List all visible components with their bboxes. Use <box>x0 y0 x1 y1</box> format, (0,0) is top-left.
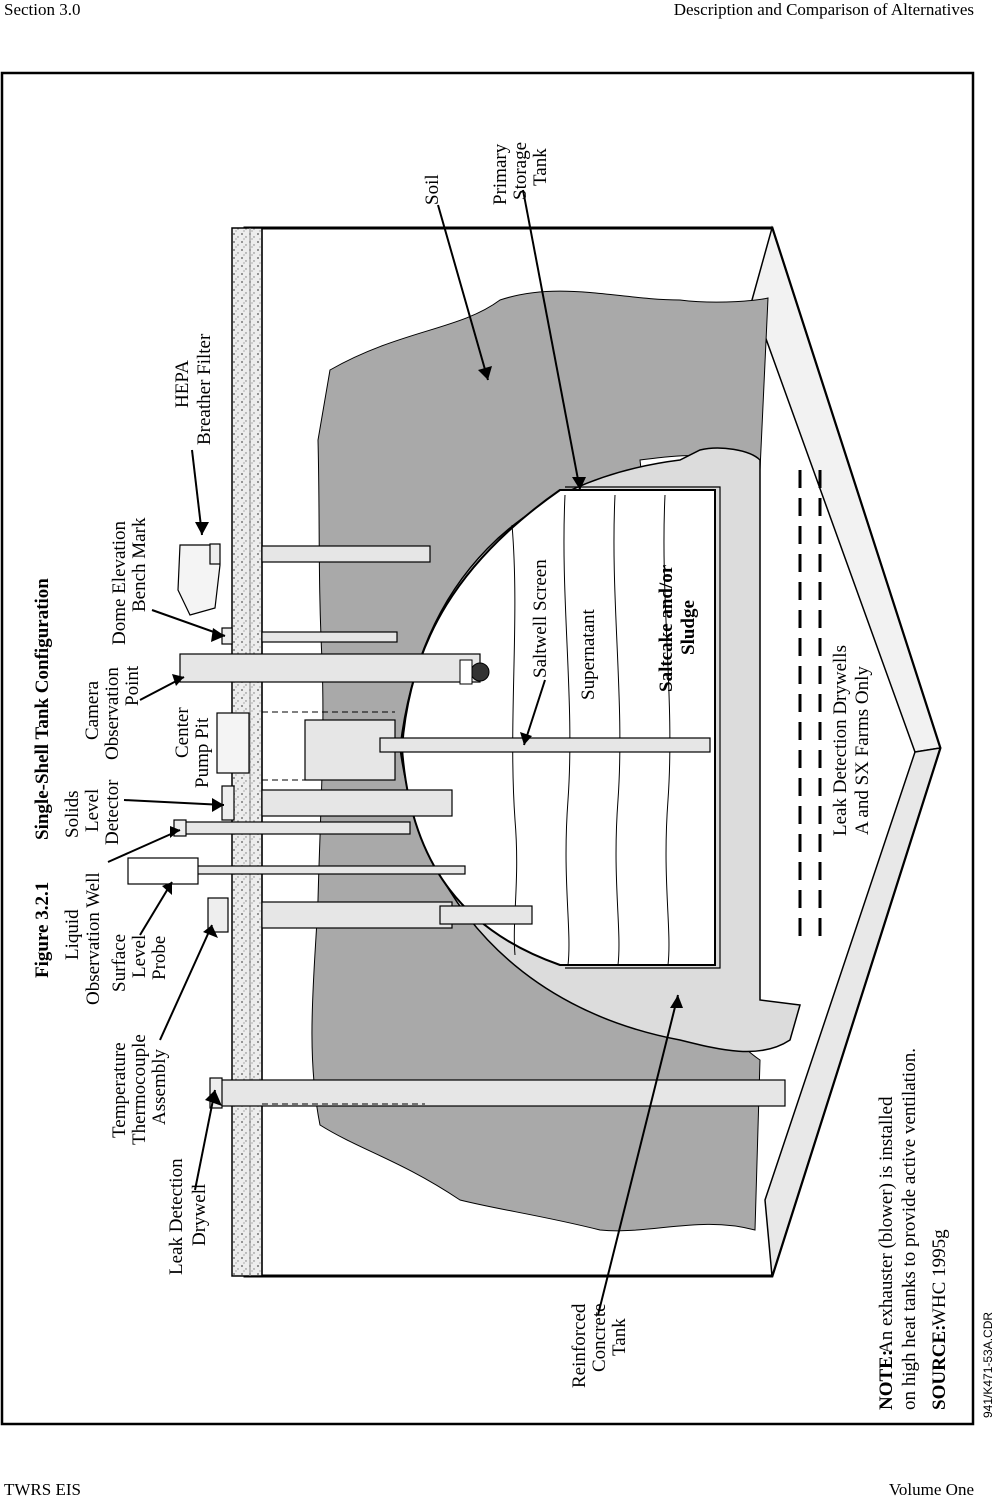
note-line-1: An exhauster (blower) is installed <box>876 1096 897 1354</box>
source-text: WHC 1995g <box>929 1229 950 1326</box>
camera <box>470 662 490 682</box>
source-prefix: SOURCE: <box>929 1324 950 1410</box>
label-primary: Primary <box>490 143 511 205</box>
label-reinforced: Reinforced <box>569 1303 590 1388</box>
label-bench-mark: Bench Mark <box>129 517 150 612</box>
label-observation-well: Observation Well <box>83 872 104 1005</box>
label-assembly: Assembly <box>149 1049 170 1126</box>
label-concrete: Concrete <box>589 1303 610 1372</box>
label-solids: Solids <box>62 790 83 838</box>
label-camera: Camera <box>82 680 103 740</box>
label-pump-pit: Pump Pit <box>192 717 213 788</box>
footer-volume: Volume One <box>888 1480 974 1499</box>
label-probe: Probe <box>149 936 170 980</box>
label-soil: Soil <box>422 174 443 205</box>
note-line-2: on high heat tanks to provide active ven… <box>899 1048 920 1410</box>
label-dome-elevation: Dome Elevation <box>109 521 130 645</box>
figure-title: Single-Shell Tank Configuration <box>32 578 53 840</box>
label-center: Center <box>172 707 193 758</box>
pump-pit <box>216 712 250 774</box>
label-solids-level: Level <box>82 789 103 832</box>
label-thermocouple: Thermocouple <box>129 1034 150 1145</box>
header-section: Section 3.0 <box>4 0 81 19</box>
note-prefix: NOTE: <box>876 1350 897 1410</box>
leader-lines <box>107 189 679 1316</box>
file-code: 941/K471-53A.CDR <box>981 1312 995 1418</box>
label-concrete-tank: Tank <box>609 1318 630 1356</box>
figure-number: Figure 3.2.1 <box>32 882 53 978</box>
header-title: Description and Comparison of Alternativ… <box>673 0 974 19</box>
label-saltwell-screen: Saltwell Screen <box>530 559 551 678</box>
figure-border <box>0 71 975 1426</box>
label-sludge: Sludge <box>678 600 699 655</box>
label-tank: Tank <box>530 148 551 186</box>
label-point: Point <box>122 665 143 706</box>
label-farms-only: A and SX Farms Only <box>852 666 873 835</box>
label-leak-detection-drywell-1: Leak Detection <box>166 1158 187 1275</box>
label-liquid: Liquid <box>62 909 83 960</box>
label-leak-detection-drywell-2: Drywell <box>189 1184 210 1246</box>
label-breather-filter: Breather Filter <box>194 333 215 445</box>
label-drywells: Leak Detection Drywells <box>830 645 851 836</box>
label-temperature: Temperature <box>109 1042 130 1138</box>
label-level: Level <box>129 935 150 978</box>
label-saltcake: Saltcake and/or <box>656 564 677 692</box>
excavation-wall-lower <box>764 747 942 1277</box>
tank-drawing: Figure 3.2.1 Single-Shell Tank Configura… <box>32 142 995 1418</box>
footer-document: TWRS EIS <box>4 1480 81 1499</box>
label-hepa: HEPA <box>172 360 193 408</box>
label-detector: Detector <box>102 779 123 845</box>
label-observation: Observation <box>102 667 123 760</box>
riser-pipes <box>129 545 786 1107</box>
label-storage: Storage <box>510 142 531 200</box>
label-surface: Surface <box>109 934 130 992</box>
label-supernatant: Supernatant <box>578 609 599 700</box>
